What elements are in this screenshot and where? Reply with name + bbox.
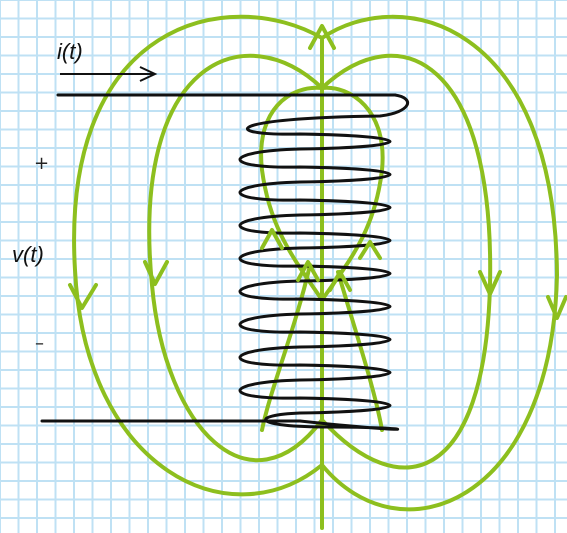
field-line-center-left-lower bbox=[260, 263, 312, 432]
arrowhead-up-1 bbox=[260, 228, 284, 250]
field-loop-inner-left bbox=[147, 53, 324, 463]
arrowhead-inner-right bbox=[478, 270, 502, 296]
plus-sign: + bbox=[34, 153, 50, 174]
field-loop-outer-left bbox=[72, 14, 324, 497]
magnetic-field-lines bbox=[72, 14, 560, 530]
arrowhead-up-2 bbox=[296, 260, 320, 282]
arrowhead-up-3 bbox=[328, 270, 352, 292]
minus-sign: – bbox=[35, 333, 44, 354]
voltage-label: v(t) bbox=[12, 242, 44, 267]
arrowhead-outer-right bbox=[546, 295, 567, 320]
field-line-center-right-lower bbox=[336, 270, 384, 432]
field-direction-arrows bbox=[68, 24, 567, 320]
field-loop-inner-right bbox=[320, 53, 493, 470]
solenoid-coil bbox=[40, 93, 409, 431]
arrowhead-outer-left bbox=[68, 283, 98, 310]
coil-windings bbox=[238, 93, 409, 431]
arrowhead-inner-left bbox=[143, 260, 169, 286]
field-loop-outer-right bbox=[320, 14, 560, 512]
arrowhead-axis-top bbox=[308, 24, 336, 50]
arrowhead-up-4 bbox=[358, 240, 382, 260]
current-label: i(t) bbox=[57, 39, 83, 64]
current-arrow bbox=[60, 66, 158, 82]
